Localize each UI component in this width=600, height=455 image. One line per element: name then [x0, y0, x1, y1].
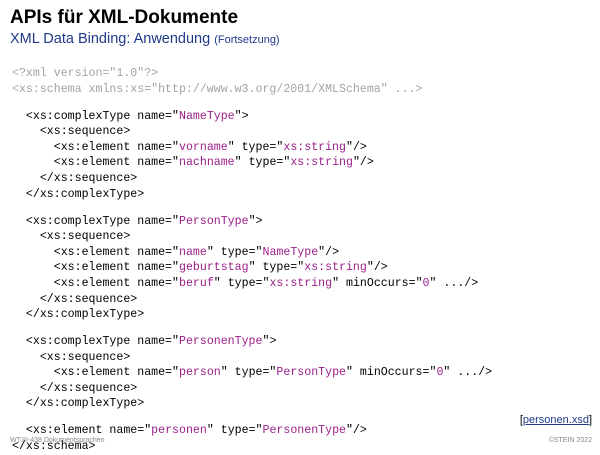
code-line: <xs:complexType name="PersonenType">: [12, 334, 492, 350]
code-markup-token: <xs:element name=": [12, 276, 179, 290]
code-markup-token: </xs:sequence>: [12, 171, 138, 185]
code-string-token: PersonenType: [262, 424, 347, 438]
code-markup-token: <xs:sequence>: [12, 350, 131, 364]
code-string-token: personen: [151, 424, 207, 438]
code-markup-token: </xs:sequence>: [12, 381, 138, 395]
code-markup-token: "/>: [346, 424, 367, 438]
code-markup-token: " minOccurs=": [332, 276, 423, 290]
code-markup-token: " .../>: [443, 366, 493, 380]
code-markup-token: " minOccurs=": [345, 366, 437, 380]
code-string-token: person: [178, 366, 221, 380]
code-prolog-line: <?xml version="1.0"?>: [12, 67, 159, 80]
code-line: </xs:sequence>: [12, 292, 492, 308]
code-string-token: NameType: [178, 109, 235, 123]
code-string-token: xs:string: [283, 140, 346, 154]
code-markup-token: <xs:element name=": [12, 366, 179, 380]
code-string-token: PersonenType: [178, 335, 263, 349]
slide-title: APIs für XML-Dokumente: [10, 7, 239, 28]
code-string-token: 0: [422, 276, 430, 290]
code-string-token: xs:string: [290, 156, 353, 170]
code-line: </xs:complexType>: [12, 396, 492, 412]
code-markup-token: </xs:complexType>: [12, 308, 145, 322]
code-markup-token: " type=": [248, 261, 305, 275]
code-block-gap: [12, 97, 492, 108]
code-block-gap: [12, 412, 492, 423]
code-line: <xs:element name="personen" type="Person…: [12, 423, 492, 439]
code-markup-token: " type=": [206, 424, 263, 438]
code-line: </xs:sequence>: [12, 381, 492, 397]
code-markup-token: ">: [248, 214, 263, 228]
code-markup-token: " type=": [206, 245, 263, 259]
code-line: <xs:sequence>: [12, 350, 492, 366]
code-markup-token: <xs:element name=": [12, 156, 179, 170]
code-line: </xs:complexType>: [12, 187, 492, 203]
personen-xsd-link[interactable]: personen.xsd: [522, 414, 589, 426]
code-string-token: geburtstag: [178, 261, 249, 275]
code-line: <xs:element name="beruf" type="xs:string…: [12, 276, 492, 292]
code-markup-token: <xs:complexType name=": [12, 335, 179, 349]
code-string-token: PersonType: [276, 366, 346, 380]
code-markup-token: "/>: [318, 245, 340, 259]
code-string-token: 0: [436, 366, 444, 380]
code-markup-token: "/>: [366, 261, 388, 275]
code-line: <xs:element name="name" type="NameType"/…: [12, 245, 492, 261]
code-string-token: beruf: [178, 276, 214, 290]
code-markup-token: <xs:element name=": [12, 261, 179, 275]
code-string-token: xs:string: [304, 261, 367, 275]
code-string-token: name: [178, 245, 207, 259]
code-markup-token: " type=": [220, 366, 277, 380]
code-line: <xs:element name="person" type="PersonTy…: [12, 365, 492, 381]
code-prolog-line: <xs:schema xmlns:xs="http://www.w3.org/2…: [12, 82, 423, 96]
subtitle-text: XML Data Binding: Anwendung: [10, 31, 211, 47]
code-markup-token: </xs:complexType>: [12, 187, 145, 201]
code-markup-token: "/>: [352, 156, 374, 170]
code-line: <xs:complexType name="PersonType">: [12, 214, 492, 230]
code-line: <xs:sequence>: [12, 124, 492, 140]
code-markup-token: "/>: [345, 140, 367, 154]
code-line: <xs:element name="nachname" type="xs:str…: [12, 155, 492, 171]
code-markup-token: <xs:complexType name=": [12, 109, 179, 123]
subtitle-note: (Fortsetzung): [214, 34, 280, 46]
code-block-gap: [12, 323, 492, 334]
code-markup-token: " .../>: [429, 276, 479, 290]
code-markup-token: " type=": [227, 140, 284, 154]
code-markup-token: <xs:element name=": [12, 424, 152, 438]
xml-schema-code-listing: <?xml version="1.0"?> <xs:schema xmlns:xs…: [12, 66, 492, 455]
code-markup-token: <xs:element name=": [12, 245, 179, 259]
code-markup-token: </xs:complexType>: [12, 397, 145, 411]
code-markup-token: <xs:element name=": [12, 140, 179, 154]
code-markup-token: <xs:sequence>: [12, 125, 131, 139]
slide-subtitle: XML Data Binding: Anwendung(Fortsetzung): [10, 31, 280, 47]
code-string-token: xs:string: [269, 276, 333, 290]
code-markup-token: ">: [262, 335, 277, 349]
code-markup-token: " type=": [234, 156, 291, 170]
code-markup-token: ">: [234, 109, 249, 123]
code-line: </xs:sequence>: [12, 171, 492, 187]
code-string-token: PersonType: [178, 214, 249, 228]
file-link-container: [personen.xsd]: [519, 414, 592, 426]
code-string-token: vorname: [178, 140, 228, 154]
code-markup-token: <xs:sequence>: [12, 230, 131, 244]
footer-course-label: WT:III-438 Dokumentsprachen: [10, 437, 105, 444]
code-string-token: nachname: [178, 156, 235, 170]
code-line: <xs:element name="geburtstag" type="xs:s…: [12, 260, 492, 276]
footer-copyright: ©STEIN 2022: [548, 437, 592, 444]
code-line: <xs:element name="vorname" type="xs:stri…: [12, 140, 492, 156]
code-line: </xs:complexType>: [12, 307, 492, 323]
code-markup-token: </xs:sequence>: [12, 292, 138, 306]
code-block-gap: [12, 202, 492, 213]
code-markup-token: " type=": [213, 276, 270, 290]
code-line: <xs:sequence>: [12, 229, 492, 245]
code-markup-token: <xs:complexType name=": [12, 214, 179, 228]
code-string-token: NameType: [262, 245, 319, 259]
code-line: <xs:complexType name="NameType">: [12, 109, 492, 125]
